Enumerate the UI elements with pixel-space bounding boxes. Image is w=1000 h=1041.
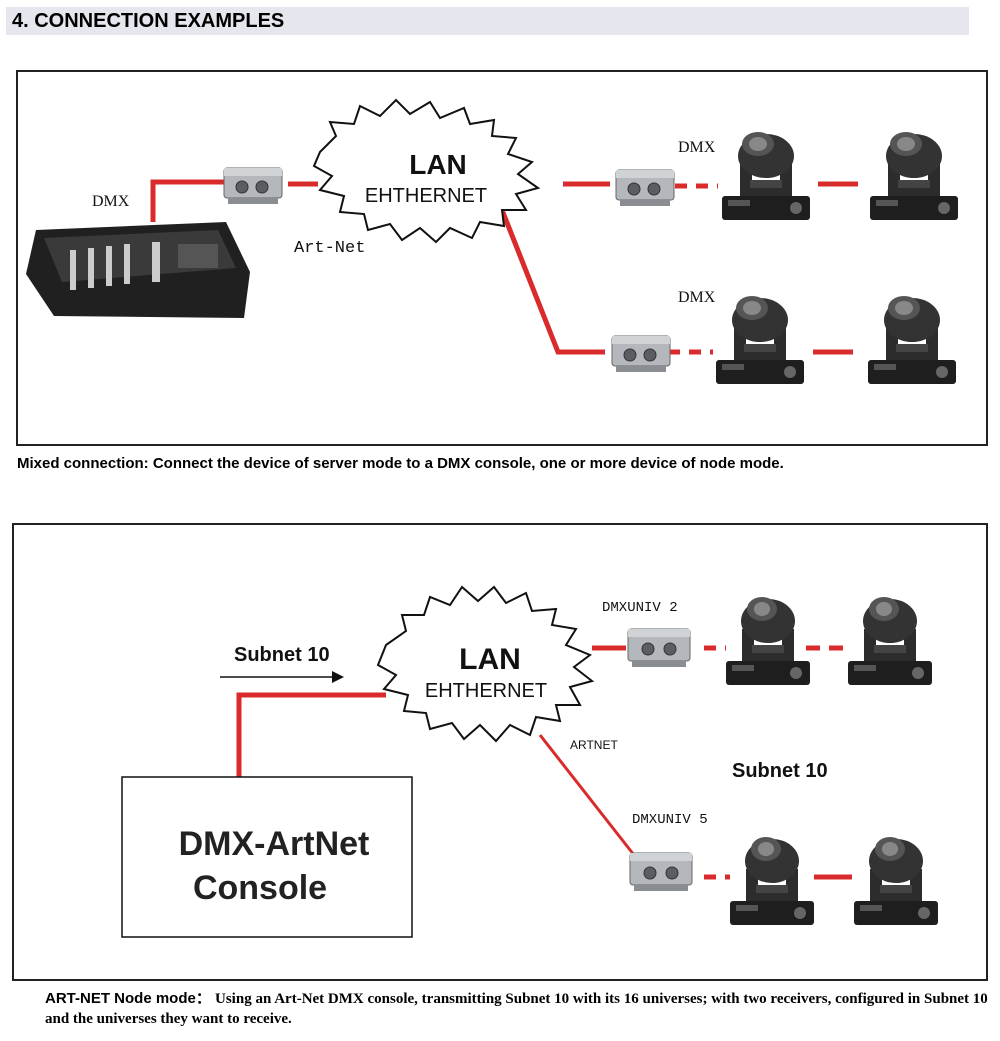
dmx-label: DMX	[92, 193, 130, 210]
moving-head-light-icon	[730, 837, 814, 925]
branch-dmx-label-bottom: DMX	[678, 289, 716, 306]
ethernet-label: EHTHERNET	[425, 680, 547, 702]
console-line1: DMX-ArtNet	[179, 825, 370, 863]
branch-dmx-label-top: DMX	[678, 139, 716, 156]
artnet-node-icon	[223, 167, 283, 205]
section-header: 4. CONNECTION EXAMPLES	[6, 7, 969, 35]
cable-lines	[150, 179, 858, 355]
subnet-arrow-label: Subnet 10	[234, 644, 330, 666]
caption-rest: Using an Art-Net DMX console, transmitti…	[45, 991, 988, 1027]
artnet-node-mode-caption: ART-NET Node mode： Using an Art-Net DMX …	[45, 989, 995, 1029]
mixed-connection-diagram: LAN EHTHERNET DMX Art-Net DMX DMX	[16, 70, 988, 446]
moving-head-light-icon	[848, 597, 932, 685]
subnet-arrow	[220, 671, 344, 683]
mixed-connection-svg: LAN EHTHERNET DMX Art-Net DMX DMX	[26, 98, 958, 384]
artnet-node-mode-diagram: Subnet 10 DMX-ArtNet Console LAN EHTHERN…	[12, 523, 988, 981]
section-title: 4. CONNECTION EXAMPLES	[12, 10, 285, 32]
ethernet-label: EHTHERNET	[365, 185, 487, 207]
subnet-right-label: Subnet 10	[732, 760, 828, 782]
dmx-univ-bottom-label: DMXUNIV 5	[632, 812, 708, 828]
moving-head-light-icon	[854, 837, 938, 925]
moving-head-light-icon	[716, 296, 804, 384]
artnet-label: Art-Net	[294, 239, 365, 258]
dmx-artnet-console-box	[121, 776, 413, 938]
lan-label: LAN	[409, 149, 467, 180]
artnet-label: ARTNET	[570, 738, 618, 752]
moving-head-light-icon	[722, 132, 810, 220]
artnet-node-icon	[611, 335, 671, 373]
artnet-node-icon	[615, 169, 675, 207]
cable-lines	[236, 645, 852, 880]
moving-head-light-icon	[726, 597, 810, 685]
caption-lead: ART-NET Node mode：	[45, 990, 211, 1007]
dmx-univ-top-label: DMXUNIV 2	[602, 600, 678, 616]
lan-burst-icon	[376, 585, 595, 743]
moving-head-light-icon	[868, 296, 956, 384]
mixed-connection-caption: Mixed connection: Connect the device of …	[17, 455, 784, 472]
lan-label: LAN	[459, 643, 521, 676]
console-line2: Console	[193, 869, 327, 907]
artnet-node-icon	[627, 628, 691, 668]
dmx-console-icon	[26, 222, 250, 318]
artnet-node-mode-svg: Subnet 10 DMX-ArtNet Console LAN EHTHERN…	[121, 585, 938, 938]
lan-burst-icon	[312, 98, 541, 244]
moving-head-light-icon	[870, 132, 958, 220]
artnet-node-icon	[629, 852, 693, 892]
